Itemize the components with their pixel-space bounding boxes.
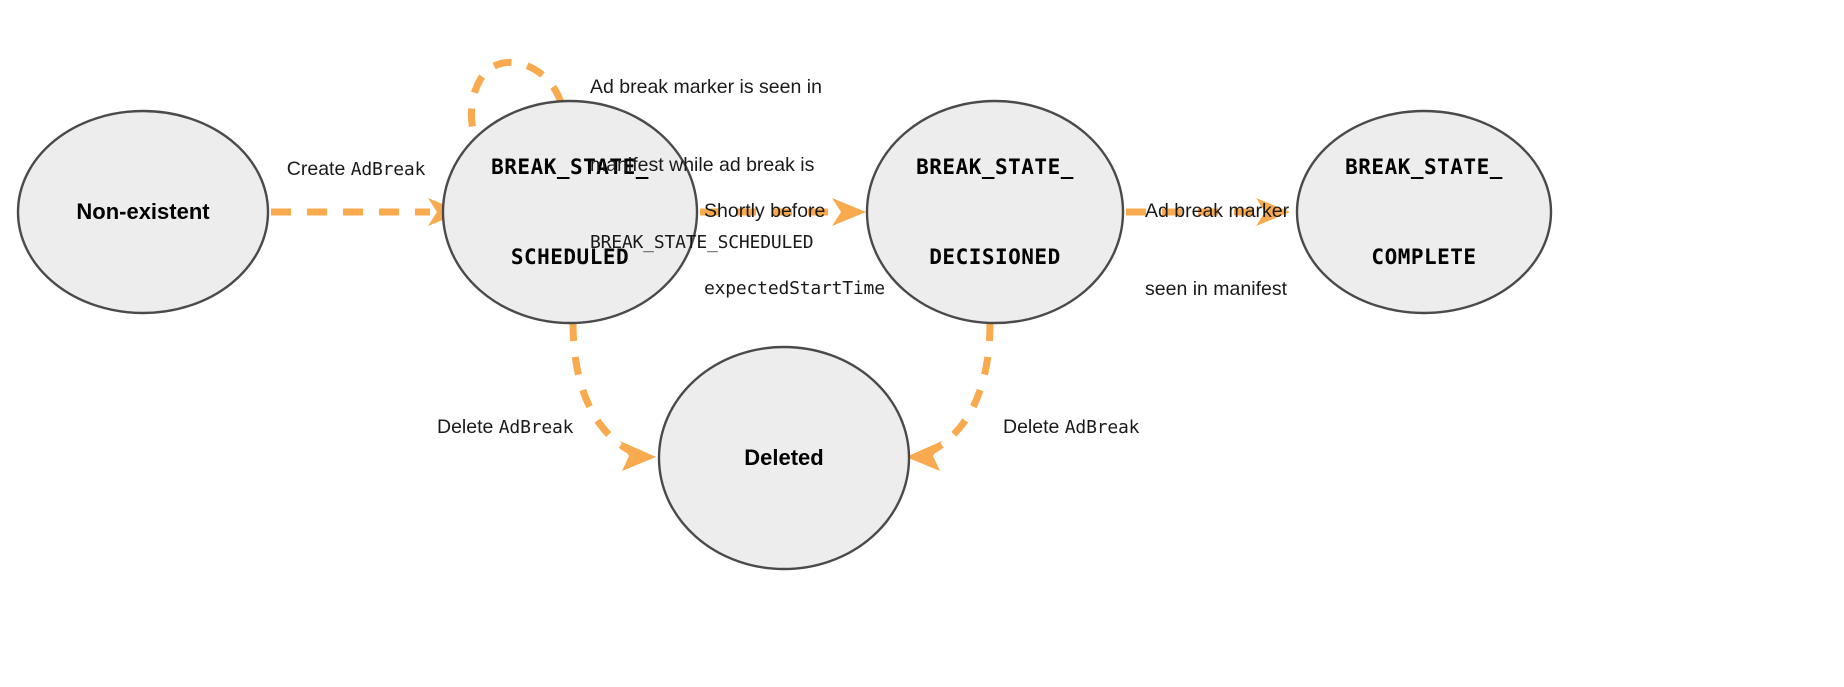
edge-delete-from-scheduled bbox=[569, 322, 656, 471]
edge-create-adbreak bbox=[271, 198, 462, 226]
edge-line-delete-from-decisioned bbox=[928, 322, 994, 456]
edge-shortly-before bbox=[700, 198, 866, 226]
edge-delete-from-decisioned bbox=[906, 322, 994, 471]
arrow-head-shortly-before bbox=[832, 198, 866, 226]
node-non-existent[interactable] bbox=[16, 109, 270, 315]
node-break-state-scheduled[interactable] bbox=[441, 99, 699, 325]
edge-marker-seen bbox=[1126, 198, 1290, 226]
arrow-head-marker-seen bbox=[1256, 198, 1290, 226]
arrow-head-delete-from-decisioned bbox=[906, 441, 942, 471]
node-deleted[interactable] bbox=[657, 345, 911, 571]
arrow-head-delete-from-scheduled bbox=[620, 441, 656, 471]
edge-line-delete-from-scheduled bbox=[569, 322, 634, 456]
node-break-state-decisioned[interactable] bbox=[865, 99, 1125, 325]
node-break-state-complete[interactable] bbox=[1295, 109, 1553, 315]
edge-line-self-loop bbox=[467, 59, 565, 160]
